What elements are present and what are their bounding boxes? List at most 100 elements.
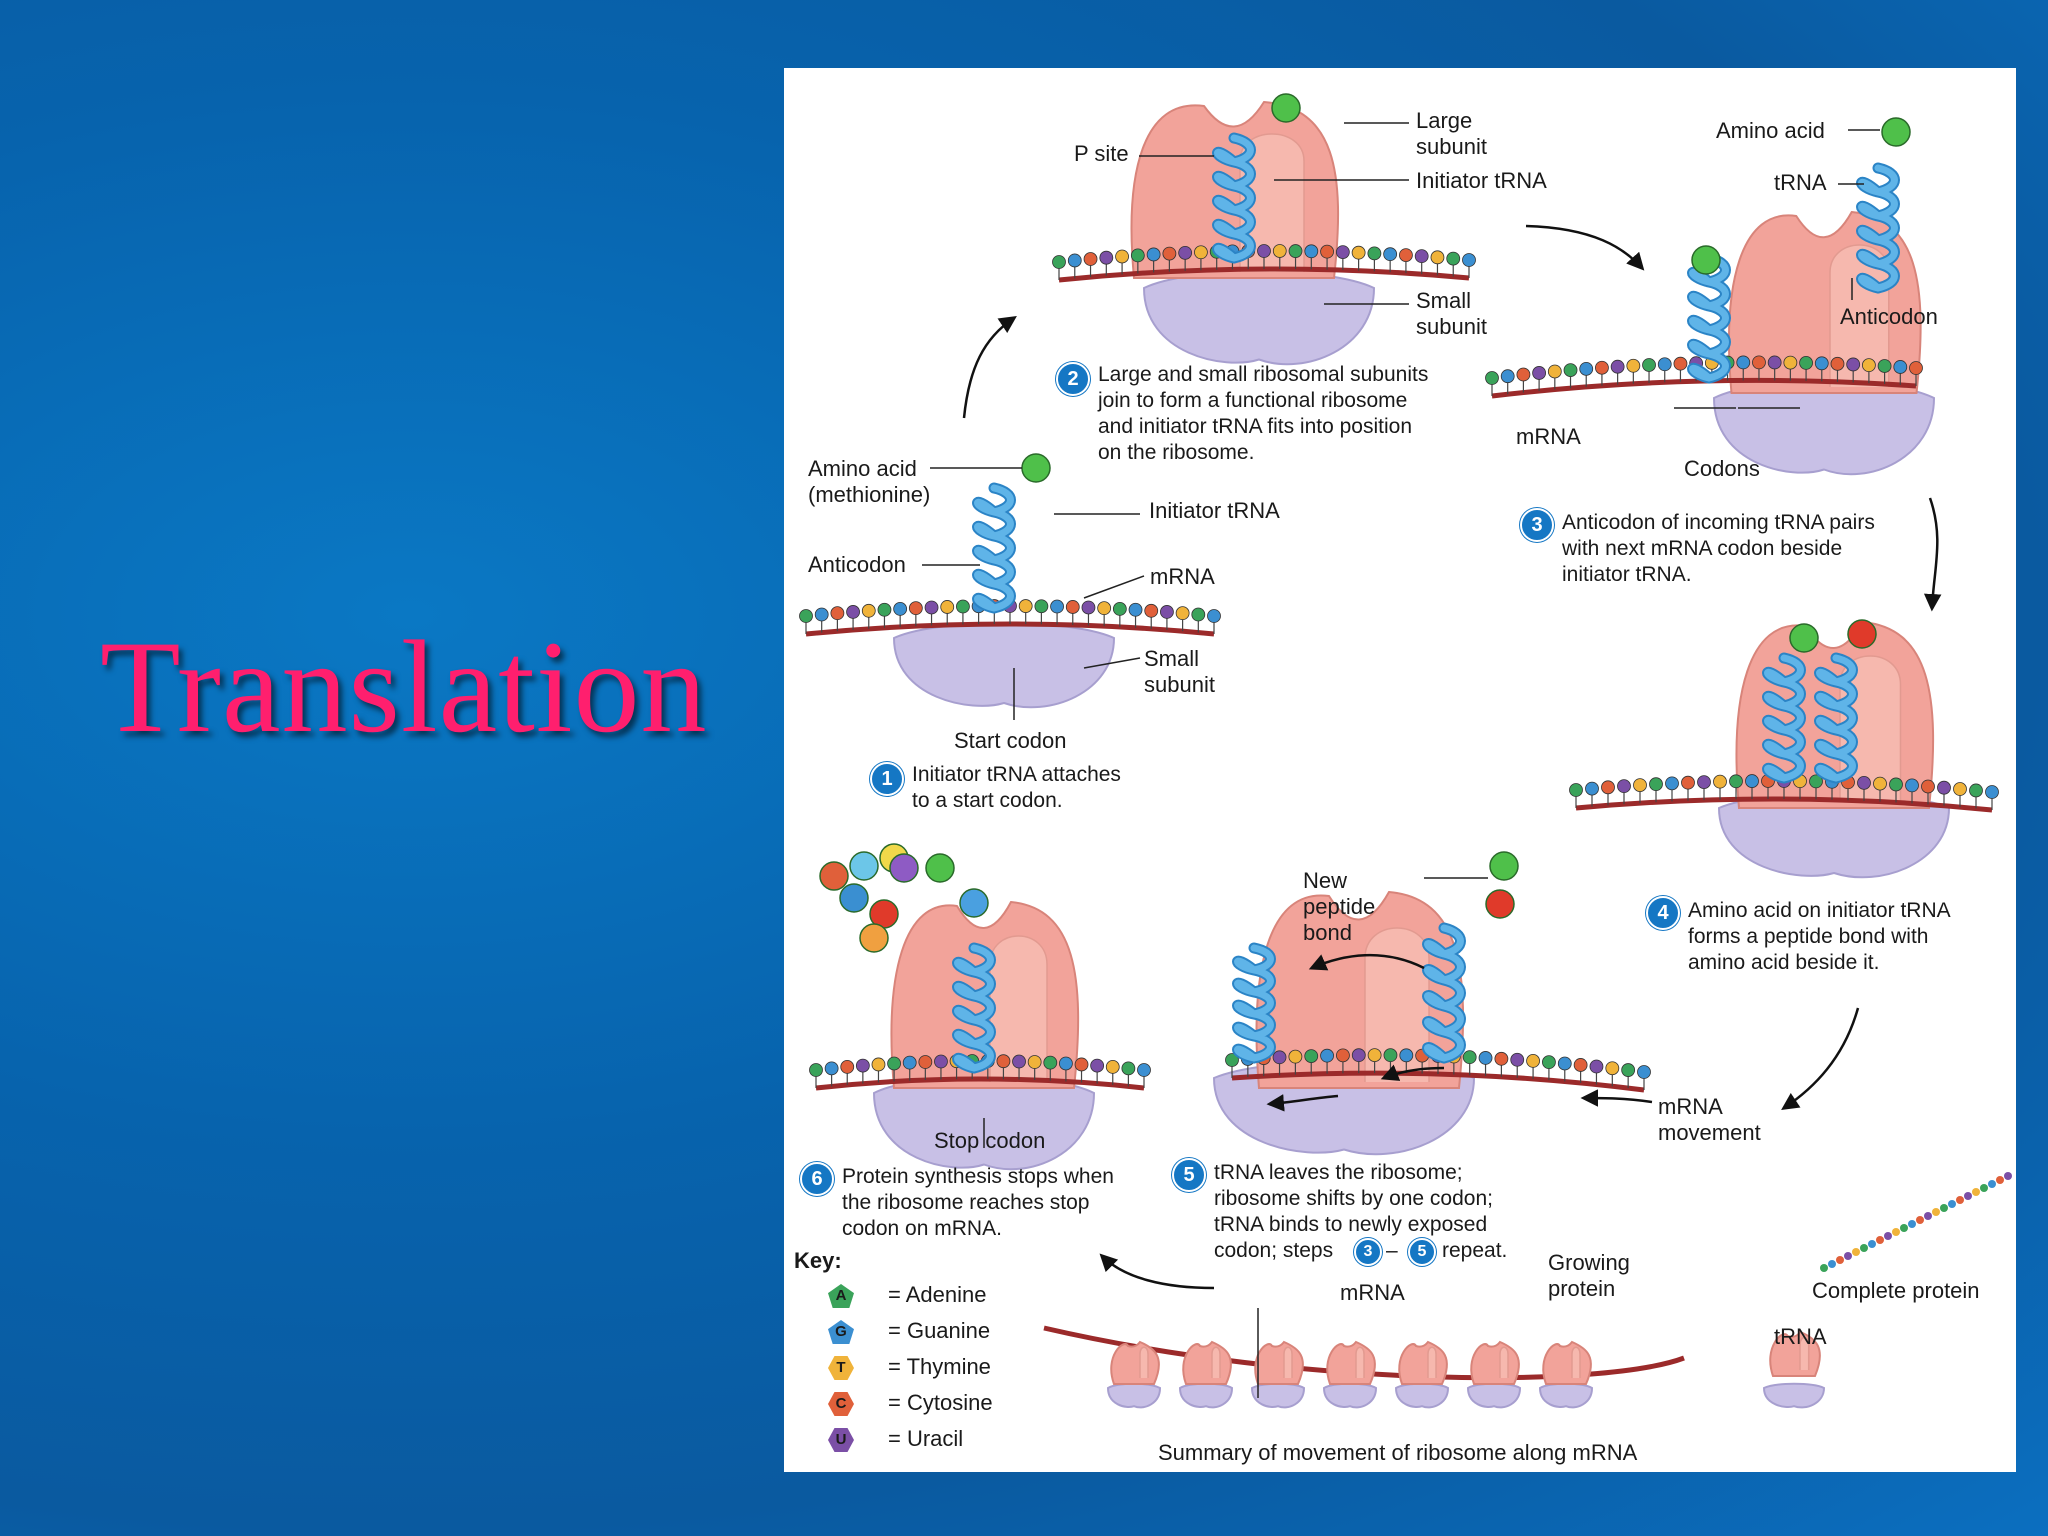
summary-large-1	[1182, 1340, 1232, 1385]
mrna-p4-base	[1729, 774, 1743, 789]
mrna-p1-base	[1097, 601, 1112, 616]
summary-large-5-site	[1499, 1346, 1509, 1378]
mrna-p3-base	[1516, 367, 1531, 382]
mrna-p5-base	[1542, 1055, 1556, 1070]
codons-label: Codons	[1684, 456, 1760, 481]
initiator-trna-label-left: Initiator tRNA	[1149, 498, 1280, 523]
mrna-p6-base	[809, 1063, 823, 1077]
mrna-p5-base	[1225, 1053, 1239, 1067]
complete-protein-bead	[1964, 1192, 1972, 1200]
summary-large-4-site	[1427, 1346, 1437, 1378]
mrna-p5-base	[1336, 1048, 1350, 1063]
summary-large-6-site	[1571, 1346, 1581, 1378]
complete-protein-label: Complete protein	[1812, 1278, 1980, 1303]
mrna-p6-base	[1043, 1055, 1058, 1070]
mrna-p5-base	[1304, 1049, 1319, 1063]
mrna-p3-base	[1830, 356, 1845, 371]
mrna-p2-base	[1257, 244, 1271, 258]
mrna-p2-base	[1304, 244, 1319, 259]
mrna-p5-base	[1478, 1051, 1493, 1065]
mrna-p2-base	[1067, 253, 1082, 268]
mrna-p5-base	[1621, 1063, 1636, 1077]
translation-diagram: P site Large subunit Initiator tRNA Smal…	[784, 68, 2016, 1472]
mrna-p6-base	[902, 1055, 917, 1070]
mrna-p1-base	[956, 599, 970, 614]
key-title: Key:	[794, 1248, 842, 1273]
initiator-trna-label-top: Initiator tRNA	[1416, 168, 1547, 193]
step-text-5: tRNA leaves the ribosome; ribosome shift…	[1214, 1161, 1493, 1262]
summary-large-0	[1110, 1340, 1160, 1385]
mrna-p1-base	[1144, 603, 1159, 618]
mrna-p2-base	[1178, 245, 1193, 260]
mrna-p2-base	[1351, 245, 1366, 260]
mrna-p6	[815, 1076, 1145, 1091]
trna-p4-left	[1764, 654, 1804, 782]
mrna-p2-base	[1320, 244, 1334, 259]
mrna-p6-base	[1027, 1055, 1042, 1069]
mrna-p5-base	[1288, 1049, 1303, 1064]
mrna-p3-base	[1799, 356, 1813, 370]
key-label-uracil: = Uracil	[888, 1426, 964, 1451]
mrna-p1-base	[1050, 599, 1064, 614]
amino-acid-label-right: Amino acid	[1716, 118, 1825, 143]
mrna-p6-base	[934, 1054, 948, 1069]
mrna-p5-base	[1589, 1059, 1604, 1074]
mrna-p3-base	[1642, 358, 1656, 372]
summary-small-4	[1394, 1382, 1450, 1409]
trna-p2	[1214, 134, 1254, 262]
small-subunit-p2	[1142, 270, 1376, 366]
mrna-p3-base	[1752, 355, 1766, 370]
mrna-p4-base	[1713, 774, 1727, 789]
mrna-p1-base	[861, 603, 876, 618]
arrow-1-to-2	[962, 316, 1017, 419]
mrna-label-left: mRNA	[1150, 564, 1215, 589]
mrna-label-bottom: mRNA	[1340, 1280, 1405, 1305]
step-badge-3: 3	[1520, 508, 1554, 542]
complete-protein-bead	[1860, 1244, 1868, 1252]
mrna-p6-base	[1137, 1063, 1151, 1077]
step-badge-1: 1	[870, 762, 904, 796]
mrna-p3-base	[1547, 364, 1562, 379]
mrna-p5-base	[1351, 1048, 1366, 1063]
step-text-3: Anticodon of incoming tRNA pairs with ne…	[1562, 511, 1875, 586]
mrna-p2-base	[1399, 248, 1413, 263]
mrna-p4-base	[1649, 777, 1663, 792]
arrow-trna-leaves	[1308, 953, 1425, 971]
mrna-p2-base	[1130, 248, 1145, 263]
complete-protein-bead	[1996, 1176, 2004, 1184]
mrna-p1-base	[1160, 605, 1174, 619]
mrna-p3-base	[1595, 360, 1609, 375]
summary-released-large-site	[1799, 1336, 1810, 1370]
mrna-p6-base	[871, 1057, 886, 1072]
mrna-p4-base	[1697, 775, 1711, 789]
mrna-p6-base	[855, 1058, 870, 1073]
complete-protein-bead	[1844, 1252, 1852, 1260]
arrow-shift	[1380, 1064, 1445, 1081]
mrna-p2-base	[1335, 245, 1350, 259]
amino-acid-p3	[1691, 245, 1721, 275]
summary-large-3	[1326, 1340, 1376, 1385]
protein-chain-amino-3	[849, 851, 879, 881]
start-codon-label: Start codon	[954, 728, 1067, 753]
complete-protein-bead	[1924, 1212, 1932, 1220]
mrna-p2-base	[1414, 249, 1429, 264]
mrna-p1-base	[1018, 599, 1033, 613]
mrna-p5-base	[1510, 1052, 1525, 1067]
mrna-p4-base	[1937, 780, 1951, 795]
mrna-p1-base	[877, 602, 892, 617]
complete-protein-bead	[1916, 1216, 1924, 1224]
summary-large-5	[1470, 1340, 1520, 1385]
mrna-p6-base	[1074, 1057, 1089, 1072]
growing-protein-label: Growing protein	[1548, 1250, 1630, 1301]
complete-protein-bead	[1948, 1200, 1956, 1208]
mrna-p5-base	[1557, 1056, 1572, 1071]
mrna-p5-base	[1462, 1050, 1477, 1065]
mrna-p3-base	[1814, 356, 1829, 371]
complete-protein-bead	[1908, 1220, 1916, 1228]
stop-codon-label: Stop codon	[934, 1128, 1046, 1153]
mrna-p1-base	[1081, 600, 1096, 615]
mrna-p3-base	[1846, 357, 1861, 372]
mrna-p2-base	[1194, 245, 1208, 260]
summary-released-small	[1762, 1382, 1826, 1409]
arrow-4-to-5	[1781, 1007, 1860, 1110]
